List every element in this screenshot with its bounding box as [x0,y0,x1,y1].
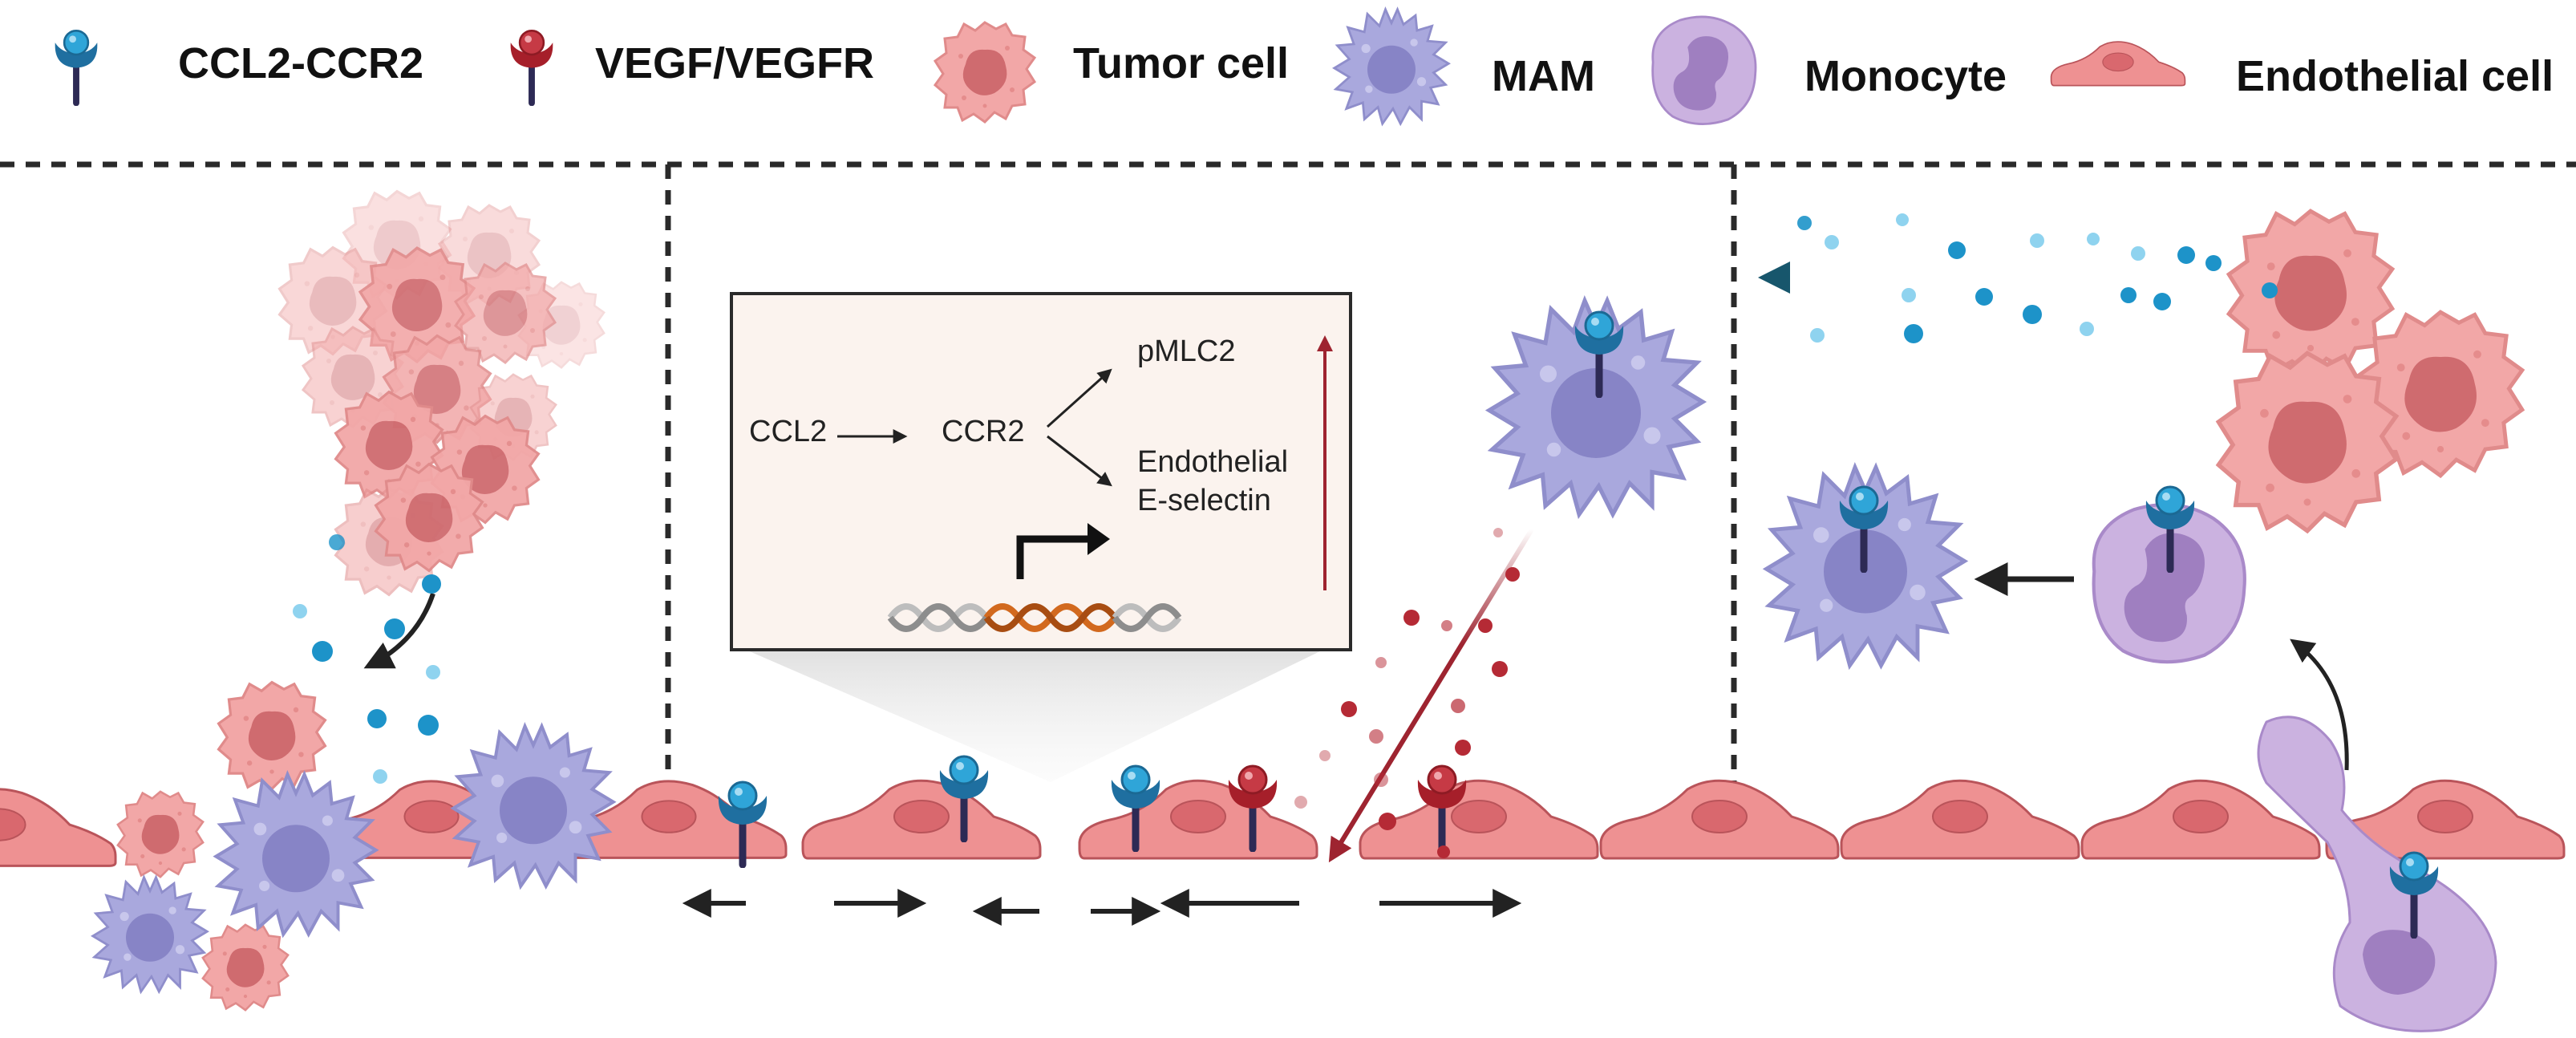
pathway-ccl2: CCL2 [749,415,827,448]
endothelial-lining [0,779,2566,867]
tumor-cluster [277,189,606,597]
pathway-box-frame [730,292,1352,651]
pathway-ccr2: CCR2 [942,415,1024,448]
legend-monocyte: Monocyte [1804,52,2007,100]
panel-dividers [0,161,2576,782]
tumor-cells-right [2218,211,2522,531]
tumor-cell-extravasating [217,680,327,791]
tumor-cell-legend-icon [934,21,1036,124]
mam-on-vessel [452,724,615,888]
monocyte-legend-icon [1651,15,1757,126]
pathway-endothelial: Endothelial [1137,445,1288,479]
vegf-legend-icon [511,30,553,103]
legend-endothelial-cell: Endothelial cell [2236,52,2554,100]
transcription-arrow-head [1088,523,1110,555]
legend-ccl2-ccr2: CCL2-CCR2 [178,39,423,87]
arrow-to-pmlc2 [1046,368,1112,428]
legend: CCL2-CCR2 VEGF/VEGFR Tumor cell MAM Mono… [55,8,2554,126]
vegf-particles [1294,528,1520,858]
legend-vegf-vegfr: VEGF/VEGFR [595,39,874,87]
tumor-cell-left-2 [201,923,290,1012]
legend-mam: MAM [1492,52,1595,100]
pathway-pmlc2: pMLC2 [1137,335,1236,368]
mam-extravasating [214,772,378,936]
mam-left-small [91,876,209,993]
arrow-monocyte-recruitment [2290,639,2349,771]
mam-legend-icon [1333,8,1450,125]
vegf-release-arrow [1328,528,1534,863]
dna-helix [887,603,1182,632]
ccl2-gradient-particles [1797,213,2278,343]
tumor-cell-left-1 [116,790,205,878]
junction-arrows [682,889,1522,926]
pathway-box: CCL2 CCR2 pMLC2 Endothelial E-selectin [730,292,1352,651]
arrow-to-e-selectin [1047,435,1112,487]
transcription-start-arrow [1016,535,1091,579]
arrow-tumor-to-vessel [363,593,435,669]
ccr2-legend-icon [55,30,98,103]
monocyte-extravasating [2257,716,2497,1032]
legend-tumor-cell: Tumor cell [1073,39,1289,87]
endothelial-cell-legend-icon [2050,41,2186,87]
pathway-e-selectin: E-selectin [1137,484,1271,517]
zoom-cone [746,650,1323,782]
